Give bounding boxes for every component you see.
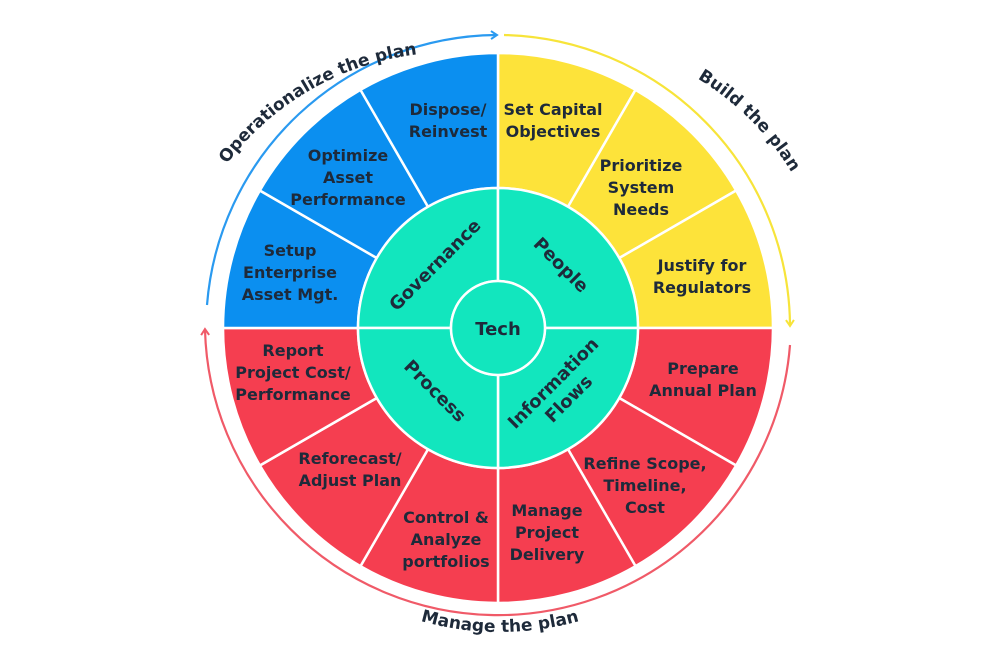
center-circle bbox=[449, 279, 547, 377]
segment-label-12: Dispose/Reinvest bbox=[409, 100, 488, 141]
segment-label-8: Reforecast/Adjust Plan bbox=[298, 449, 401, 490]
segment-label-8-line: Adjust Plan bbox=[299, 471, 402, 490]
operationalize-arrow bbox=[205, 30, 499, 306]
segment-label-5-line: Cost bbox=[625, 498, 665, 517]
segment-label-11-line: Optimize bbox=[308, 146, 389, 165]
segment-label-5-line: Refine Scope, bbox=[583, 454, 706, 473]
center-hub: Tech bbox=[449, 279, 547, 377]
segment-label-9-line: Performance bbox=[235, 385, 351, 404]
segment-label-7-line: Control & bbox=[403, 508, 489, 527]
segment-label-10-line: Setup bbox=[264, 241, 317, 260]
segment-label-7: Control & Analyze portfolios bbox=[402, 508, 489, 571]
segment-label-9-line: Project Cost/ bbox=[235, 363, 351, 382]
segment-label-2-line: Prioritize bbox=[600, 156, 683, 175]
segment-label-6-line: Project bbox=[515, 523, 579, 542]
segment-label-3-line: Justify for bbox=[657, 256, 747, 275]
segment-label-11-line: Performance bbox=[290, 190, 406, 209]
segment-label-6-line: Manage bbox=[511, 501, 582, 520]
build-arrow bbox=[503, 33, 795, 328]
segment-label-9-line: Report bbox=[262, 341, 324, 360]
segment-label-2-line: System bbox=[608, 178, 675, 197]
segment-label-5: Refine Scope, Timeline, Cost bbox=[583, 454, 706, 517]
segment-label-11-line: Asset bbox=[323, 168, 373, 187]
segment-label-10-line: Asset Mgt. bbox=[242, 285, 339, 304]
segment-label-4-line: Annual Plan bbox=[649, 381, 757, 400]
segment-label-1-line: Set Capital bbox=[504, 100, 603, 119]
segment-label-2-line: Needs bbox=[613, 200, 669, 219]
center-label: Tech bbox=[475, 319, 521, 340]
segment-label-3-line: Regulators bbox=[653, 278, 751, 297]
manage-arrow bbox=[200, 327, 792, 617]
segment-label-12-line: Reinvest bbox=[409, 122, 488, 141]
segment-label-8-line: Reforecast/ bbox=[298, 449, 401, 468]
segment-label-7-line: portfolios bbox=[402, 552, 489, 571]
segment-label-6-line: Delivery bbox=[510, 545, 585, 564]
segment-label-12-line: Dispose/ bbox=[410, 100, 487, 119]
segment-label-4-line: Prepare bbox=[667, 359, 739, 378]
segment-label-10-line: Enterprise bbox=[243, 263, 337, 282]
segment-label-5-line: Timeline, bbox=[603, 476, 686, 495]
segment-label-7-line: Analyze bbox=[411, 530, 482, 549]
segment-label-1-line: Objectives bbox=[506, 122, 601, 141]
